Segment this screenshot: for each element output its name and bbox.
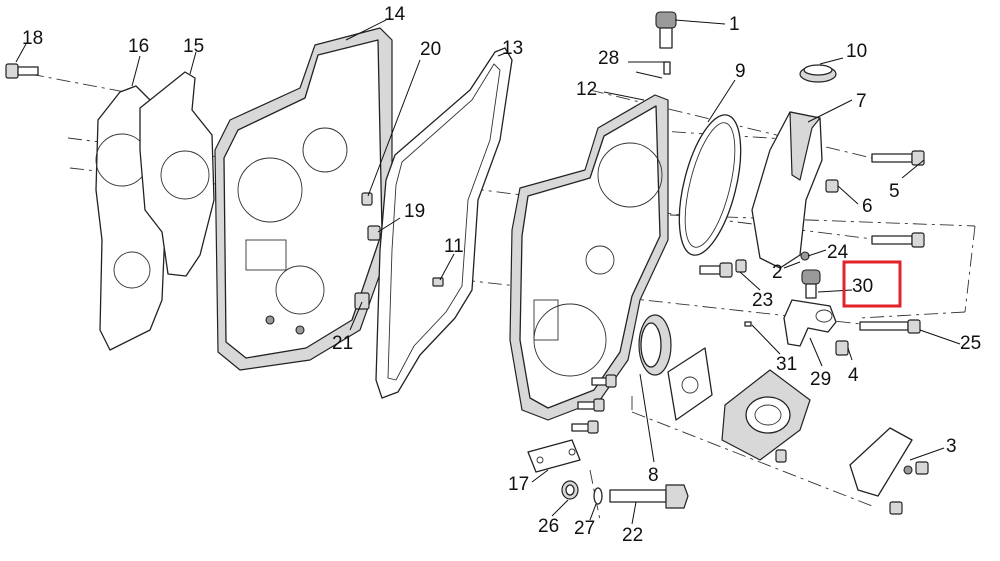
callout-16: 16 (128, 36, 149, 57)
part-8-seal (638, 314, 672, 376)
callout-4: 4 (848, 365, 859, 386)
part-26-nut (561, 480, 579, 500)
callout-9: 9 (735, 61, 746, 82)
callout-15: 15 (183, 36, 204, 57)
part-9-gasket (678, 114, 742, 256)
part-28-screw (663, 61, 671, 75)
part-6-bolt (825, 179, 839, 193)
highlight-box-callout-30 (842, 260, 902, 308)
part-11-dowel (432, 277, 444, 287)
leader-lines (15, 19, 961, 525)
part-21-bolt (354, 292, 370, 310)
flange-block (721, 369, 811, 461)
callout-28: 28 (598, 48, 619, 69)
callout-27: 27 (574, 518, 595, 539)
part-25-bolt (859, 319, 921, 334)
callout-5: 5 (889, 181, 900, 202)
callout-30: 30 (852, 276, 873, 297)
part-14-housing (214, 27, 393, 371)
callout-26: 26 (538, 516, 559, 537)
part-20-bolt (361, 192, 373, 206)
part-5-bolt (871, 150, 925, 166)
callout-3: 3 (946, 436, 957, 457)
part-31-pin (744, 321, 752, 327)
callout-10: 10 (846, 41, 867, 62)
callout-6: 6 (862, 196, 873, 217)
part-1-sensor (655, 11, 677, 49)
callout-12: 12 (576, 79, 597, 100)
part-7-cover (751, 111, 823, 269)
callout-19: 19 (404, 201, 425, 222)
part-4-bolt (835, 340, 849, 356)
part-30-sensor (801, 269, 821, 299)
part-15-gasket (139, 71, 215, 277)
callout-labels: 1 2 3 4 5 6 7 8 9 10 11 12 13 14 15 16 1… (22, 4, 981, 546)
part-18-bolt (5, 63, 39, 79)
callout-29: 29 (810, 369, 831, 390)
part-3-plate (849, 427, 929, 515)
callout-31: 31 (776, 354, 797, 375)
callout-18: 18 (22, 28, 43, 49)
callout-22: 22 (622, 525, 643, 546)
callout-7: 7 (856, 91, 867, 112)
part-27-washer (593, 487, 603, 505)
callout-23: 23 (752, 290, 773, 311)
part-12-front-cover (509, 94, 669, 421)
callout-1: 1 (729, 14, 740, 35)
callout-24: 24 (827, 242, 849, 263)
part-13-gasket (375, 47, 513, 399)
callout-17: 17 (508, 474, 529, 495)
callout-14: 14 (384, 4, 406, 25)
callout-20: 20 (420, 39, 441, 60)
part-22-bolt (609, 484, 689, 509)
part-23-bolt (699, 259, 747, 278)
callout-2: 2 (772, 262, 783, 283)
flange-gasket (667, 347, 713, 421)
part-19-bolt (367, 225, 381, 241)
lower-cover-bolts (571, 374, 787, 463)
part-17-bracket (527, 439, 581, 473)
part-10-cap (799, 64, 837, 83)
part-24-screw (800, 251, 810, 261)
callout-11: 11 (444, 236, 464, 257)
callout-13: 13 (502, 38, 523, 59)
callout-21: 21 (332, 333, 353, 354)
part-2-bolt (871, 232, 925, 248)
callout-25: 25 (960, 333, 981, 354)
callout-8: 8 (648, 465, 659, 486)
part-29-bracket (783, 299, 837, 347)
